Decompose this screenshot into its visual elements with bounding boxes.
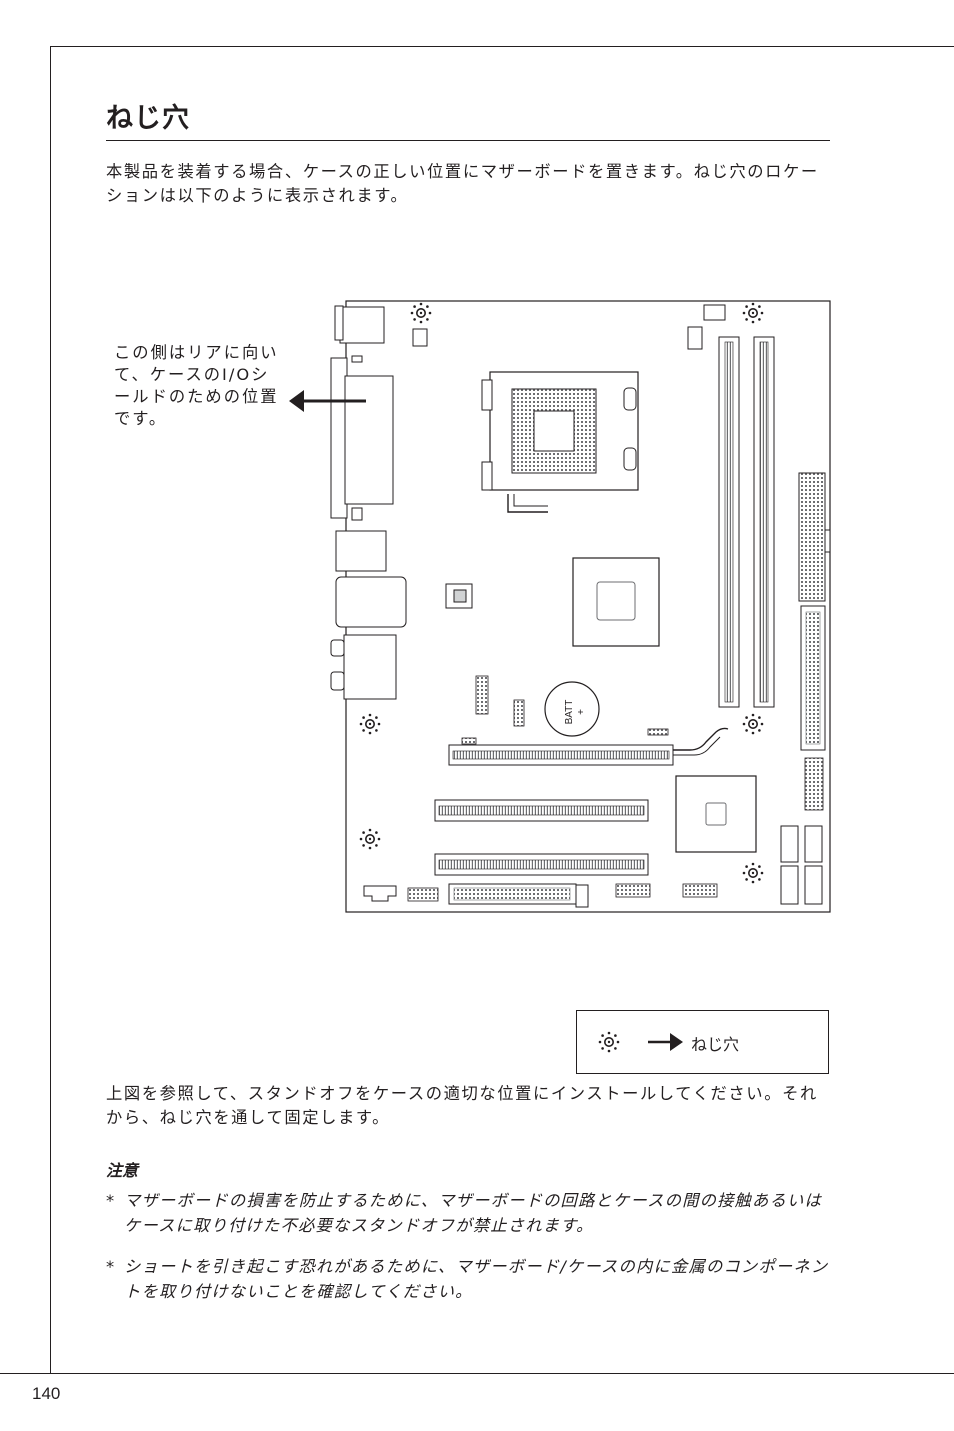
page-frame-left (50, 46, 51, 1373)
pin-headers (407, 675, 824, 902)
pci-slot-2 (434, 853, 649, 876)
ide-connector (800, 605, 826, 751)
note-heading: 注意 (106, 1161, 139, 1180)
rear-io-panel (330, 305, 407, 700)
battery: BATT + (544, 681, 600, 737)
intro-paragraph: 本製品を装着する場合、ケースの正しい位置にマザーボードを置きます。ねじ穴のロケー… (106, 162, 819, 205)
rear-side-label: この側はリアに向いて、ケースのI/Oシールドのための位置です。 (114, 343, 279, 428)
page-frame-bottom (0, 1373, 954, 1374)
note-item: * ショートを引き起こす恐れがあるために、マザーボード/ケースの内に金属のコンポ… (106, 1254, 832, 1304)
chipset-south (675, 775, 757, 853)
note-bullet: * (106, 1257, 116, 1276)
note-item: * マザーボードの損害を防止するために、マザーボードの回路とケースの間の接触ある… (106, 1188, 832, 1238)
legend-label: ねじ穴 (691, 1035, 740, 1054)
page-title: ねじ穴 (106, 103, 190, 134)
note-text: マザーボードの損害を防止するために、マザーボードの回路とケースの間の接触あるいは… (124, 1191, 822, 1235)
rear-arrow (289, 390, 366, 412)
sata-connectors (780, 825, 823, 905)
battery-plus: + (576, 709, 587, 715)
cpu-socket (481, 371, 639, 513)
memory-slots (718, 336, 775, 708)
note-bullet: * (106, 1191, 116, 1210)
battery-label: BATT (564, 700, 575, 725)
pcie-slot (448, 727, 729, 766)
note-text: ショートを引き起こす恐れがあるために、マザーボード/ケースの内に金属のコンポーネ… (124, 1257, 829, 1301)
installation-paragraph: 上図を参照して、スタンドオフをケースの適切な位置にインストールしてください。それ… (106, 1084, 818, 1127)
fan-headers (412, 304, 726, 609)
page-frame-top (50, 46, 954, 47)
pci-slot-1 (434, 799, 649, 822)
title-rule (106, 140, 830, 141)
legend-graphics (597, 1030, 683, 1054)
chipset-north (572, 557, 660, 647)
legend-box: ねじ穴 (576, 1010, 829, 1074)
power-connector (798, 472, 831, 602)
page-number: 140 (32, 1384, 61, 1403)
bottom-connectors (363, 883, 589, 908)
